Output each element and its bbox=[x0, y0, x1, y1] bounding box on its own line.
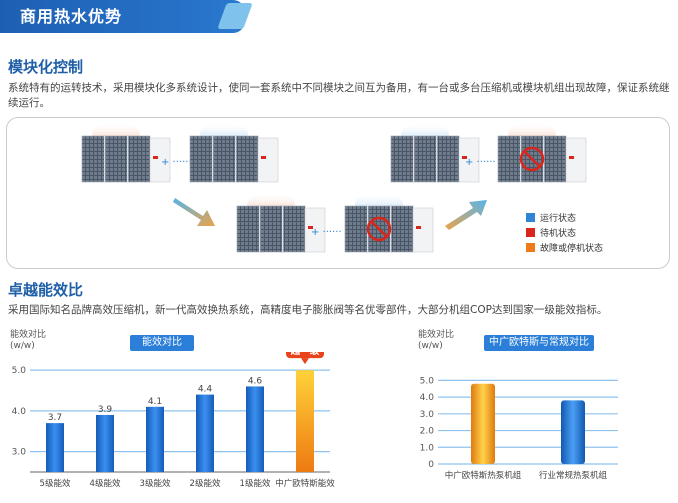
chart2-comparison: 0 1.0 2.0 3.0 4.0 5.0 中广欧特斯热泵机组 行业常规热泵机组 bbox=[420, 376, 618, 481]
legend-swatch-fault bbox=[526, 243, 535, 252]
unit-running-2 bbox=[189, 122, 279, 183]
chart2-bar bbox=[561, 400, 585, 464]
chart1-ytick-label: 4.0 bbox=[12, 407, 27, 417]
chart1-value-label: 4.1 bbox=[148, 397, 162, 407]
module-diagram-panel: + ······ + + ······ + + ·· bbox=[6, 117, 670, 269]
unit-running-4 bbox=[236, 192, 326, 253]
chart2-category-label: 中广欧特斯热泵机组 bbox=[445, 470, 522, 481]
chart1-badge-pointer bbox=[301, 358, 309, 365]
chart2-ylabel-line1: 能效对比 bbox=[418, 330, 455, 340]
chart2-category-label: 行业常规热泵机组 bbox=[539, 470, 608, 481]
chart1-bar bbox=[296, 370, 314, 472]
chart1-bar bbox=[96, 414, 114, 472]
chart2-ylabel-line2: (w/w) bbox=[418, 341, 443, 351]
connector-plus-2: + ······ + bbox=[465, 157, 507, 168]
legend-item-standby: 待机状态 bbox=[526, 225, 603, 240]
page-title: 商用热水优势 bbox=[20, 7, 123, 26]
chart1-ylabel-line2: (w/w) bbox=[10, 341, 35, 351]
section-title-modular: 模块化控制 bbox=[8, 58, 84, 76]
chart2-bar bbox=[471, 383, 495, 464]
legend-item-running: 运行状态 bbox=[526, 210, 603, 225]
header-banner: 商用热水优势 bbox=[0, 0, 245, 33]
fault-icon-2 bbox=[366, 216, 392, 242]
unit-running-3 bbox=[390, 122, 480, 183]
unit-fault-1 bbox=[497, 122, 587, 183]
chart2-ytick-label: 3.0 bbox=[420, 410, 435, 420]
chart1-ytick-label: 3.0 bbox=[12, 448, 27, 458]
chart1-ytick-label: 5.0 bbox=[12, 366, 27, 376]
chart1-title: 能效对比 bbox=[130, 335, 194, 351]
chart2-ytick-label: 1.0 bbox=[420, 443, 435, 453]
chart1-bar bbox=[246, 386, 264, 472]
chart2-ytick-label: 0 bbox=[428, 460, 434, 470]
chart1-value-label: 3.9 bbox=[98, 405, 113, 415]
section-title-efficiency: 卓越能效比 bbox=[8, 281, 84, 299]
chart1-value-label: 4.6 bbox=[248, 376, 263, 386]
section-text-line2: 续运行。 bbox=[8, 97, 50, 109]
chart1-ylabel: 能效对比 (w/w) bbox=[10, 330, 46, 352]
section-text-line1: 系统特有的运转技术，采用模块化多系统设计，使同一套系统中不同模块之间互为备用，有… bbox=[8, 82, 670, 94]
fault-icon bbox=[519, 146, 545, 172]
legend-swatch-standby bbox=[526, 228, 535, 237]
chart2-ylabel: 能效对比 (w/w) bbox=[418, 330, 454, 352]
chart1-badge-label: 超一级 bbox=[290, 352, 320, 357]
chart1-category-label: 5级能效 bbox=[40, 478, 71, 489]
chart1-bar bbox=[46, 423, 64, 472]
chart1-category-label: 1级能效 bbox=[240, 478, 271, 489]
chart1-ylabel-line1: 能效对比 bbox=[10, 330, 47, 340]
chart1-value-label: 4.4 bbox=[198, 385, 213, 395]
chart2-ytick-label: 4.0 bbox=[420, 393, 435, 403]
chart1-category-label: 中广欧特斯能效 bbox=[275, 478, 335, 489]
status-legend: 运行状态 待机状态 故障或停机状态 bbox=[526, 210, 603, 255]
legend-item-fault: 故障或停机状态 bbox=[526, 240, 603, 255]
chart1-category-label: 2级能效 bbox=[190, 478, 221, 489]
chart2-title: 中广欧特斯与常规对比 bbox=[484, 335, 594, 351]
section-text-modular: 系统特有的运转技术，采用模块化多系统设计，使同一套系统中不同模块之间互为备用，有… bbox=[8, 81, 674, 111]
chart1-category-label: 3级能效 bbox=[140, 478, 171, 489]
chart1-category-label: 4级能效 bbox=[90, 478, 121, 489]
legend-swatch-running bbox=[526, 213, 535, 222]
connector-plus: + ······ + bbox=[161, 157, 203, 168]
arrow-down-right-icon bbox=[173, 198, 215, 226]
chart1-value-label: 3.7 bbox=[48, 413, 62, 423]
module-diagram: + ······ + + ······ + + ·· bbox=[81, 122, 587, 253]
connector-plus-3: + ······ + bbox=[311, 227, 353, 238]
arrow-up-right-icon bbox=[445, 200, 487, 230]
section-text-efficiency: 采用国际知名品牌高效压缩机，新一代高效换热系统，高精度电子膨胀阀等名优零部件，大… bbox=[8, 304, 608, 316]
chart2-ytick-label: 2.0 bbox=[420, 427, 435, 437]
unit-fault-2 bbox=[344, 192, 434, 253]
chart1-bar bbox=[146, 406, 164, 472]
chart1-efficiency: 3.0 4.0 5.0 3.7 5级能效 3.9 4级能效 4.1 3级能效 4.4 2级能效 4.6… bbox=[12, 352, 335, 489]
chart2-ytick-label: 5.0 bbox=[420, 376, 435, 386]
chart1-badge bbox=[286, 352, 324, 359]
unit-running-1 bbox=[81, 122, 171, 183]
chart1-bar bbox=[196, 394, 214, 472]
